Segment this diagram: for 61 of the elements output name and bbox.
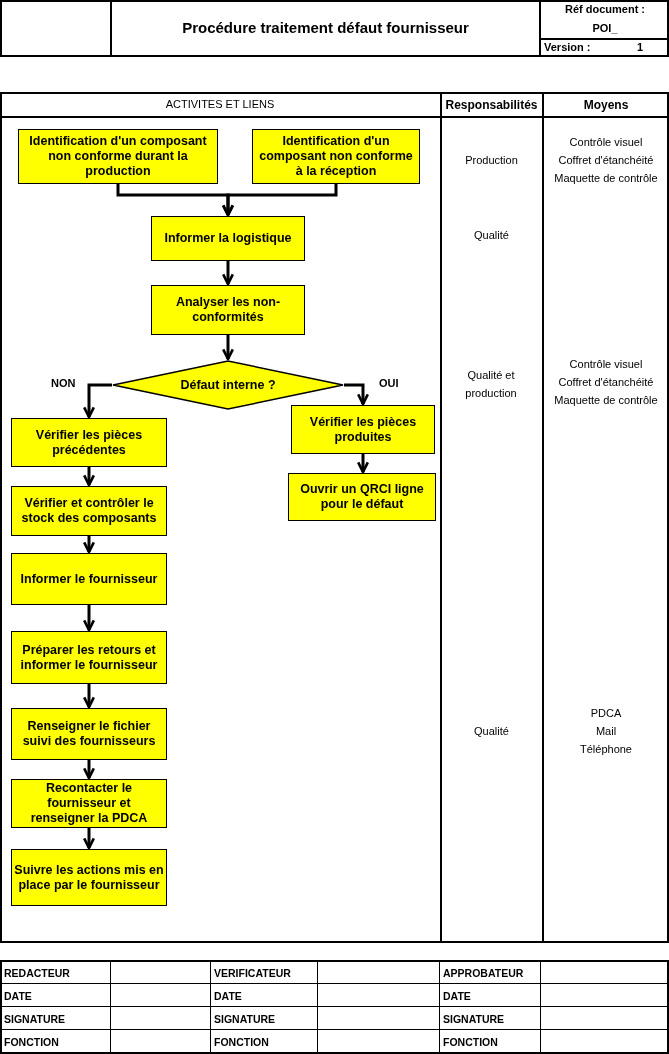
form-field-label: FONCTION xyxy=(214,1036,269,1048)
resource-text: Téléphone xyxy=(580,743,632,755)
process-box: Informer la logistique xyxy=(151,216,305,261)
arrow xyxy=(82,760,96,780)
arrow xyxy=(82,684,96,709)
field-value: POI_ xyxy=(592,22,618,34)
form-field-label: VERIFICATEUR xyxy=(214,967,291,979)
arrow xyxy=(356,454,370,474)
edge-label: NON xyxy=(49,377,78,389)
resource-text: Mail xyxy=(595,725,617,737)
edge-label: OUI xyxy=(377,377,401,389)
arrow xyxy=(221,261,235,286)
form-field-label: APPROBATEUR xyxy=(443,967,524,979)
responsibility-text: Qualité xyxy=(474,229,509,241)
column-header: Responsabilités xyxy=(445,98,538,112)
resource-text: Maquette de contrôle xyxy=(554,172,658,184)
process-box: Identification d'un composant non conforme durant la production xyxy=(18,129,218,184)
process-box: Vérifier les pièces produites xyxy=(291,405,435,454)
resource-text: Maquette de contrôle xyxy=(554,394,658,406)
decision-diamond: Défaut interne ? xyxy=(112,360,344,410)
resource-text: Contrôle visuel xyxy=(569,358,643,370)
form-field-label: SIGNATURE xyxy=(443,1013,505,1025)
process-box: Recontacter le fournisseur et renseigner la PDCA xyxy=(11,779,167,828)
responsibility-text: Qualité et production xyxy=(464,368,518,401)
form-field-label: REDACTEUR xyxy=(4,967,70,979)
form-field-label: FONCTION xyxy=(443,1036,498,1048)
process-box: Analyser les non-conformités xyxy=(151,285,305,335)
resource-text: Contrôle visuel xyxy=(569,136,643,148)
arrow xyxy=(82,383,112,419)
column-header: ACTIVITES ET LIENS xyxy=(165,98,275,110)
field-value: 1 xyxy=(636,41,644,53)
process-box: Vérifier et contrôler le stock des composants xyxy=(11,486,167,536)
arrow xyxy=(82,828,96,850)
responsibility-text: Qualité xyxy=(474,725,509,737)
arrow xyxy=(221,184,338,217)
resource-text: PDCA xyxy=(590,707,622,719)
responsibility-text: Production xyxy=(465,154,518,166)
arrow xyxy=(82,467,96,487)
process-box: Identification d'un composant non conforme à la réception xyxy=(252,129,420,184)
form-field-label: FONCTION xyxy=(4,1036,59,1048)
form-field-label: DATE xyxy=(443,990,471,1002)
resource-text: Coffret d'étanchéité xyxy=(558,376,654,388)
process-box: Ouvrir un QRCI ligne pour le défaut xyxy=(288,473,436,521)
process-box: Informer le fournisseur xyxy=(11,553,167,605)
field-label: Version : xyxy=(544,41,591,53)
document-title: Procédure traitement défaut fournisseur xyxy=(181,19,470,36)
arrow xyxy=(344,383,370,406)
process-box: Suivre les actions mis en place par le fournisseur xyxy=(11,849,167,906)
resource-text: Coffret d'étanchéité xyxy=(558,154,654,166)
form-field-label: SIGNATURE xyxy=(214,1013,276,1025)
process-box: Vérifier les pièces précédentes xyxy=(11,418,167,467)
arrow xyxy=(82,605,96,632)
form-field-label: SIGNATURE xyxy=(4,1013,66,1025)
column-header: Moyens xyxy=(583,98,629,112)
process-box: Préparer les retours et informer le fournisseur xyxy=(11,631,167,684)
arrow xyxy=(82,536,96,554)
field-label: Réf document : xyxy=(564,3,646,15)
form-field-label: DATE xyxy=(4,990,32,1002)
process-box: Renseigner le fichier suivi des fournisseurs xyxy=(11,708,167,760)
arrow xyxy=(221,335,235,361)
form-field-label: DATE xyxy=(214,990,242,1002)
